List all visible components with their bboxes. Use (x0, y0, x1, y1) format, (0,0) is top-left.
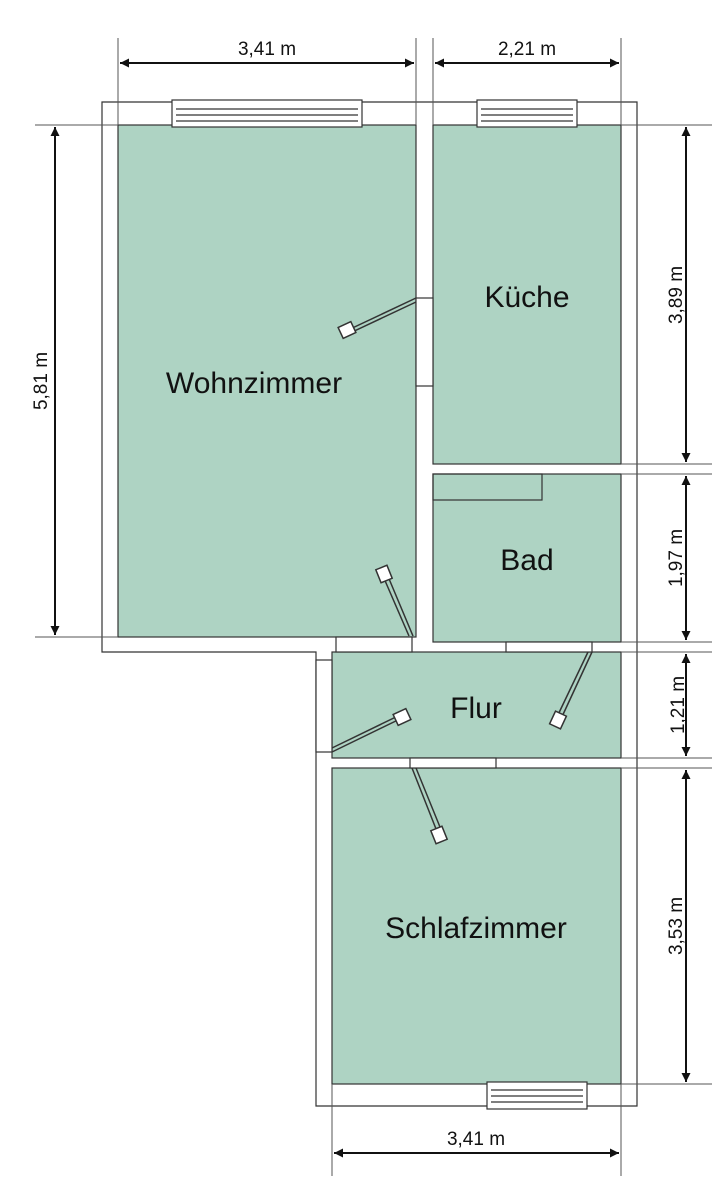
extension-lines (35, 38, 712, 1176)
door-opening-flur-entry (315, 659, 333, 753)
windows (171, 99, 588, 1110)
dim-label-kueche: 3,89 m (666, 266, 687, 324)
door-opening-bad-flur (505, 641, 593, 653)
dim-label-schlafzimmer: 3,53 m (666, 897, 687, 955)
window-wohnzimmer (171, 99, 363, 128)
window-schlafzimmer (486, 1081, 588, 1110)
bathtub-outline (432, 473, 543, 501)
rooms (117, 124, 622, 1085)
dim-label-top-right: 2,21 m (498, 39, 556, 60)
door-leaf-flur-entry (331, 707, 412, 753)
door-leaves (331, 297, 593, 845)
label-kueche: Küche (484, 281, 569, 314)
label-wohnzimmer: Wohnzimmer (166, 367, 342, 400)
dimension-labels: 3,41 m 2,21 m 3,41 m 5,81 m 3,89 m 1,97 … (31, 39, 689, 1150)
room-bad (432, 473, 622, 643)
dim-label-bad: 1,97 m (666, 529, 687, 587)
dimension-lines (50, 58, 691, 1158)
dim-label-left: 5,81 m (31, 352, 52, 410)
dim-label-flur: 1,21 m (668, 676, 689, 734)
label-bad: Bad (500, 544, 553, 577)
dim-label-top-left: 3,41 m (238, 39, 296, 60)
door-opening-wohn-flur (335, 636, 413, 653)
door-leaf-wohnzimmer (374, 564, 414, 637)
room-flur (331, 651, 622, 759)
door-leaf-bad (548, 651, 593, 730)
room-wohnzimmer (117, 124, 417, 638)
label-schlafzimmer: Schlafzimmer (385, 912, 567, 945)
door-leaf-kueche (337, 297, 417, 340)
door-opening-flur-schlaf (409, 757, 497, 769)
room-labels: Wohnzimmer Küche Bad Flur Schlafzimmer (166, 281, 570, 945)
door-opening-wohn-kueche (415, 297, 434, 387)
room-kueche (432, 124, 622, 465)
room-schlafzimmer (331, 767, 622, 1085)
window-kueche (476, 99, 578, 128)
door-leaf-schlafzimmer (411, 767, 449, 845)
label-flur: Flur (450, 692, 502, 725)
door-openings (315, 297, 593, 769)
dim-label-bottom: 3,41 m (447, 1129, 505, 1150)
